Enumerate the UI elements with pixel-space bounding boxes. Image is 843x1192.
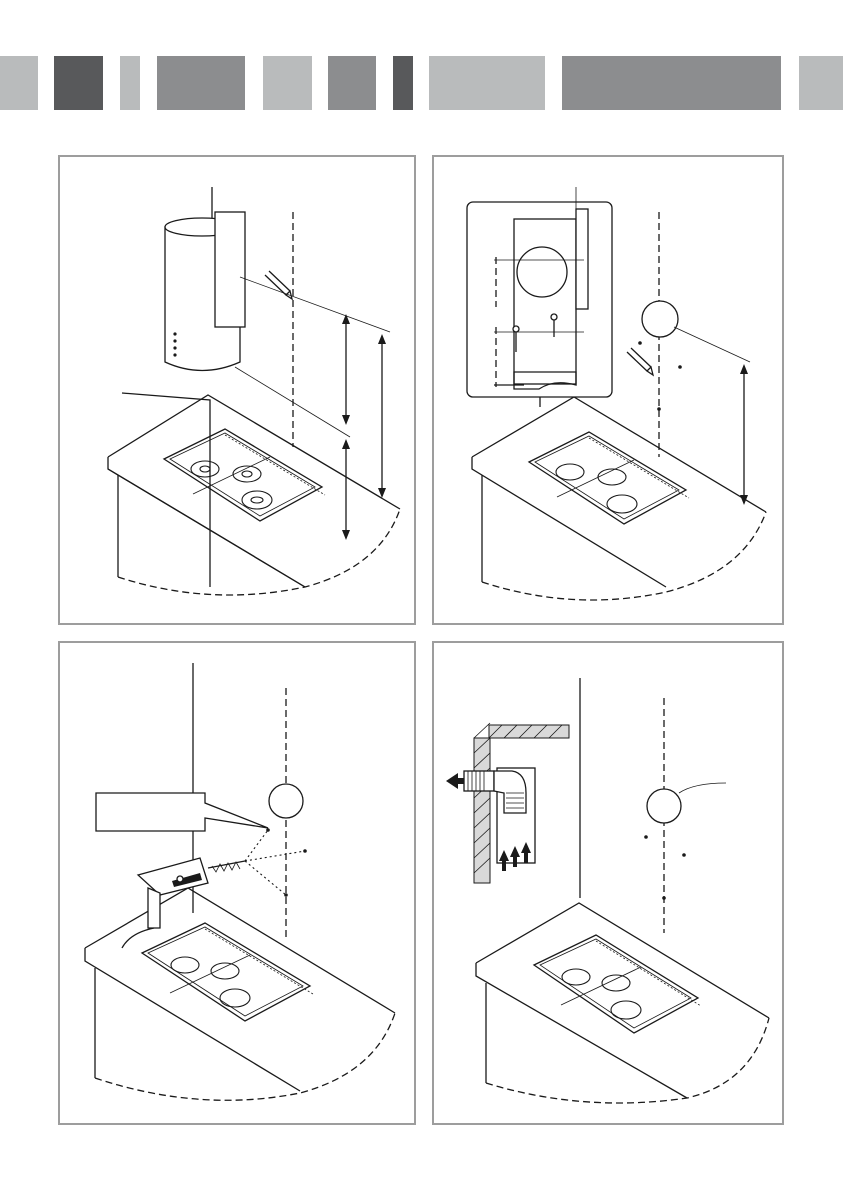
mark-circle-icon	[638, 301, 682, 411]
header-tab-9	[562, 56, 781, 110]
panel-mark-holes	[432, 155, 784, 625]
header-tab-strip	[0, 56, 843, 110]
hob-icon	[164, 429, 325, 521]
header-tab-3	[120, 56, 140, 110]
pencil-icon	[627, 348, 653, 375]
diagram-measure-height	[60, 157, 416, 625]
header-tab-2	[54, 56, 103, 110]
mark-circle-icon	[269, 784, 303, 818]
callout-box-icon	[96, 793, 268, 831]
header-tab-8	[429, 56, 545, 110]
kitchen-counter	[472, 397, 766, 600]
hood-icon	[165, 187, 245, 371]
panel-duct-outlet	[432, 641, 784, 1125]
header-tab-7	[393, 56, 413, 110]
header-tab-10	[799, 56, 843, 110]
panel-drill-holes	[58, 641, 416, 1125]
header-tab-5	[263, 56, 312, 110]
hob-icon	[534, 935, 701, 1033]
drill-icon	[122, 858, 245, 948]
diagram-mark-holes	[434, 157, 784, 625]
header-tab-1	[0, 56, 38, 110]
panel-measure-height	[58, 155, 416, 625]
header-tab-6	[328, 56, 376, 110]
drill-holes-dots	[245, 828, 307, 897]
diagram-duct-outlet	[434, 643, 784, 1125]
kitchen-counter	[476, 678, 769, 1103]
kitchen-counter	[85, 663, 395, 1100]
diagram-drill-holes	[60, 643, 416, 1125]
hob-icon	[142, 923, 313, 1021]
dimension-arrow-icon	[674, 327, 750, 505]
hob-icon	[529, 432, 689, 524]
bracket-inset-icon	[467, 187, 612, 407]
dimension-arrow-icon	[235, 277, 390, 540]
kitchen-counter	[108, 393, 400, 595]
mark-circle-icon	[644, 783, 726, 900]
header-tab-4	[157, 56, 245, 110]
